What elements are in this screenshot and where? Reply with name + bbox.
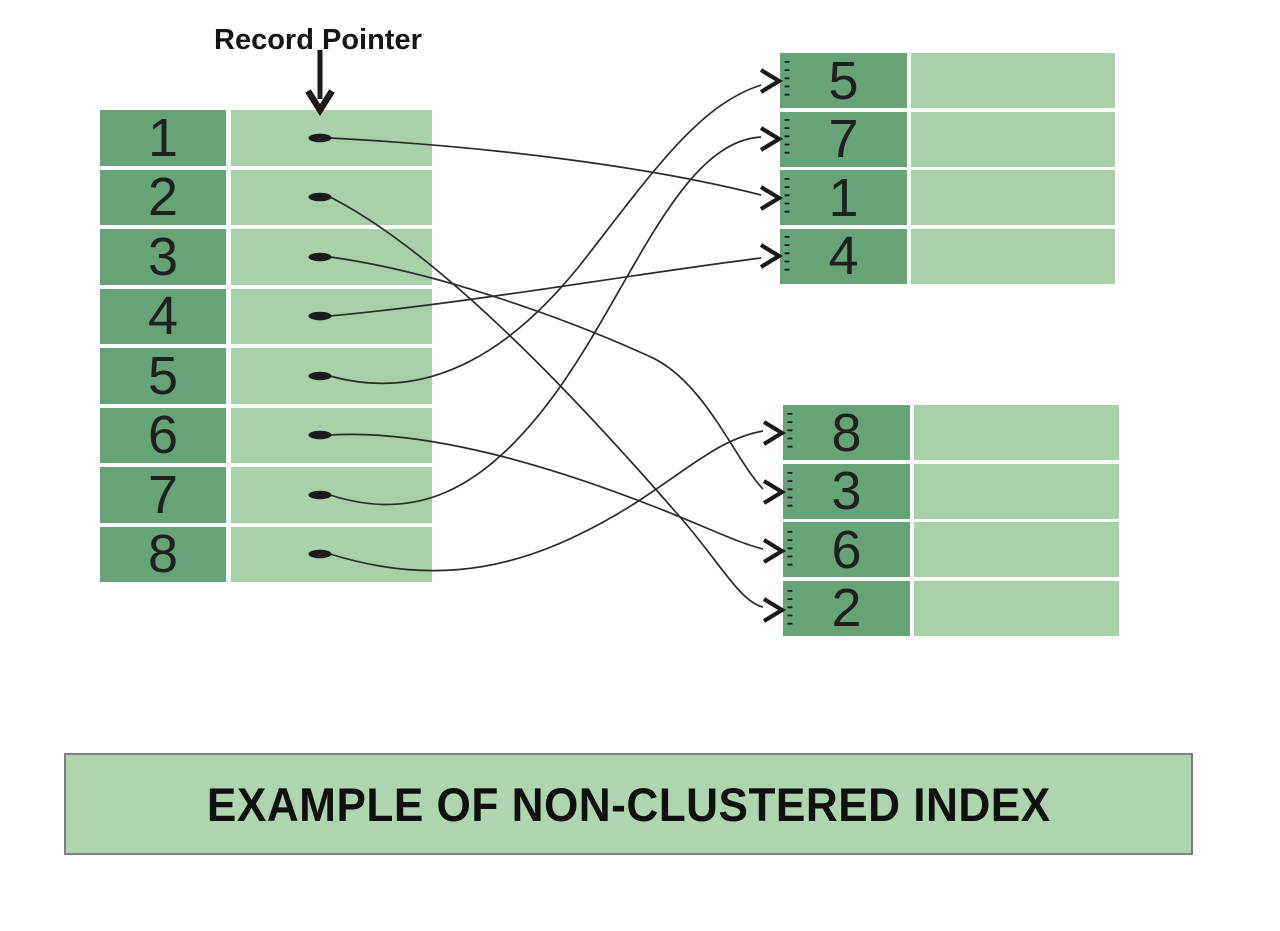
arrowhead-icon bbox=[759, 126, 784, 152]
data-key-cell: 3 bbox=[783, 461, 910, 521]
data-key-cell: 4 bbox=[780, 226, 907, 286]
pointer-curve-2-to-2 bbox=[329, 196, 764, 608]
pointer-curve-1-to-1 bbox=[329, 137, 762, 196]
record-pointer-dot-5 bbox=[308, 371, 332, 381]
index-table: 1 2 3 4 5 6 7 8 bbox=[100, 108, 432, 584]
index-key-cell: 8 bbox=[100, 524, 226, 584]
arrowhead-icon bbox=[762, 479, 787, 505]
data-key-cell: 6 bbox=[783, 520, 910, 580]
index-key-cell: 2 bbox=[100, 167, 226, 227]
index-row: 2 bbox=[100, 167, 432, 227]
arrowhead-icon bbox=[759, 185, 784, 211]
record-pointer-dot-4 bbox=[308, 311, 332, 321]
caption-text: EXAMPLE OF NON-CLUSTERED INDEX bbox=[206, 777, 1051, 831]
arrowhead-icon bbox=[762, 597, 787, 623]
data-key-cell: 1 bbox=[780, 168, 907, 228]
index-row: 1 bbox=[100, 108, 432, 168]
record-pointer-dot-3 bbox=[308, 252, 332, 262]
pointer-curve-5-to-5 bbox=[329, 84, 762, 385]
data-row: 1 bbox=[780, 168, 1115, 228]
index-row: 7 bbox=[100, 465, 432, 525]
data-value-cell bbox=[914, 522, 1119, 578]
data-row: 7 bbox=[780, 109, 1115, 169]
arrowhead-icon bbox=[759, 68, 784, 94]
data-row: 5 bbox=[780, 51, 1115, 111]
index-key-cell: 6 bbox=[100, 405, 226, 465]
arrowhead-icon bbox=[759, 243, 784, 269]
pointer-curve-6-to-6 bbox=[329, 433, 764, 550]
caption-box: EXAMPLE OF NON-CLUSTERED INDEX bbox=[64, 753, 1193, 855]
arrowhead-icon bbox=[762, 538, 787, 564]
pointer-curve-3-to-3 bbox=[329, 256, 764, 490]
data-row: 4 bbox=[780, 226, 1115, 286]
data-key-cell: 8 bbox=[783, 403, 910, 463]
data-row: 8 bbox=[783, 403, 1119, 463]
record-pointer-dot-7 bbox=[308, 490, 332, 500]
index-key-cell: 7 bbox=[100, 465, 226, 525]
index-key-cell: 3 bbox=[100, 227, 226, 287]
data-row: 6 bbox=[783, 520, 1119, 580]
data-value-cell bbox=[911, 111, 1115, 167]
index-key-cell: 4 bbox=[100, 286, 226, 346]
record-pointer-dot-1 bbox=[308, 133, 332, 143]
data-row: 3 bbox=[783, 461, 1119, 521]
data-value-cell bbox=[911, 228, 1115, 284]
data-value-cell bbox=[914, 463, 1119, 519]
record-pointer-dot-8 bbox=[308, 549, 332, 559]
record-pointer-arrow-icon bbox=[305, 50, 335, 117]
data-row: 2 bbox=[783, 578, 1119, 638]
data-page-bottom: 8 3 6 2 bbox=[783, 403, 1119, 638]
data-value-cell bbox=[911, 53, 1115, 108]
data-value-cell bbox=[914, 580, 1119, 636]
pointer-curve-4-to-4 bbox=[329, 257, 762, 317]
index-row: 8 bbox=[100, 524, 432, 584]
data-key-cell: 7 bbox=[780, 109, 907, 169]
data-key-cell: 5 bbox=[780, 51, 907, 111]
data-value-cell bbox=[914, 405, 1119, 460]
arrowhead-icon bbox=[762, 420, 787, 446]
record-pointer-dot-2 bbox=[308, 192, 332, 202]
data-page-top: 5 7 1 4 bbox=[780, 51, 1115, 286]
pointer-curve-8-to-8 bbox=[329, 430, 764, 572]
pointer-curve-7-to-7 bbox=[329, 136, 762, 506]
data-key-cell: 2 bbox=[783, 578, 910, 638]
data-value-cell bbox=[911, 170, 1115, 226]
record-pointer-dot-6 bbox=[308, 430, 332, 440]
index-key-cell: 5 bbox=[100, 346, 226, 406]
index-key-cell: 1 bbox=[100, 108, 226, 168]
